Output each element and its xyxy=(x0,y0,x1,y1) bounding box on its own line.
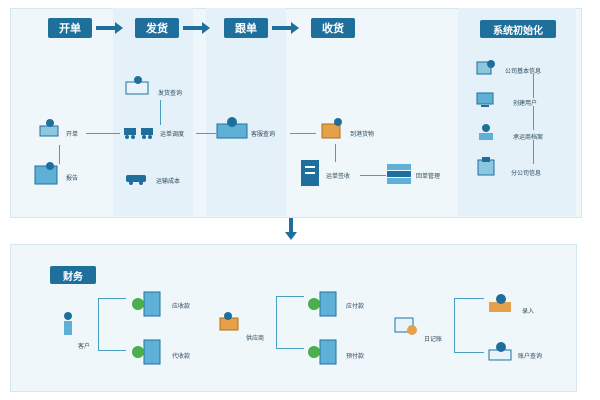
stage-arrow-head-1 xyxy=(115,22,123,34)
finance-collect-on-delivery: 代收款 xyxy=(172,353,191,360)
create-user-icon xyxy=(476,92,494,107)
receipt-management-icon xyxy=(387,164,411,184)
stage-column-track xyxy=(206,8,286,216)
flow-report: 报告 xyxy=(66,175,79,182)
finance-entry: 录入 xyxy=(522,308,535,315)
finance-panel xyxy=(10,244,577,392)
stage-receive: 收货 xyxy=(311,18,355,38)
entry-icon xyxy=(489,294,511,312)
receivable-icon xyxy=(132,291,161,317)
carrier-file-icon xyxy=(479,124,493,140)
flow-receipt-management: 回单管理 xyxy=(416,173,441,180)
stage-column-ship xyxy=(113,8,193,216)
receive-goods-icon xyxy=(321,118,342,139)
transport-cost-icon xyxy=(126,175,146,185)
finance-line-payable xyxy=(276,296,304,297)
system-item-create-user: 创建用户 xyxy=(513,100,538,107)
dispatch-icon xyxy=(124,128,153,139)
finance-bracket-supplier xyxy=(276,296,277,348)
system-connector-1 xyxy=(533,74,534,98)
collect-on-delivery-icon xyxy=(132,339,161,365)
flow-line-tracking-to-receive xyxy=(290,133,316,134)
flow-line-report xyxy=(59,145,60,164)
down-arrow-head xyxy=(285,232,297,240)
finance-line-collect xyxy=(98,350,126,351)
finance-journal: 日记账 xyxy=(424,336,443,343)
flow-line-receive-to-receipt xyxy=(335,144,336,162)
system-item-carrier-file: 承运商档案 xyxy=(513,134,544,141)
cargo-tracking-icon xyxy=(216,117,248,139)
finance-title: 财务 xyxy=(50,266,96,284)
finance-supplier: 供应商 xyxy=(246,335,265,342)
system-init-title: 系统初始化 xyxy=(480,20,556,38)
finance-line-entry xyxy=(454,298,484,299)
flow-line-receipt-to-management xyxy=(360,175,386,176)
flow-waybill-receipt: 运单签收 xyxy=(326,173,351,180)
stage-arrow-3 xyxy=(272,26,292,30)
stage-arrow-head-2 xyxy=(202,22,210,34)
payable-icon xyxy=(308,291,337,317)
finance-bracket-journal xyxy=(454,298,455,352)
stage-track: 跟单 xyxy=(224,18,268,38)
system-connector-3 xyxy=(533,140,534,164)
flow-line-dispatch-to-query xyxy=(160,100,161,125)
stage-arrow-2 xyxy=(183,26,203,30)
supplier-icon xyxy=(219,312,239,331)
flow-line-open-to-dispatch xyxy=(86,133,120,134)
finance-line-account-query xyxy=(454,352,484,353)
finance-line-receivable xyxy=(98,298,126,299)
finance-customer: 客户 xyxy=(78,343,91,350)
stage-open-order: 开单 xyxy=(48,18,92,38)
report-icon xyxy=(34,162,58,185)
stage-arrow-head-3 xyxy=(291,22,299,34)
system-column xyxy=(458,8,576,216)
customer-icon xyxy=(64,312,72,335)
open-order-icon xyxy=(39,119,59,137)
finance-line-paid xyxy=(276,348,304,349)
paid-icon xyxy=(308,339,337,365)
finance-receivable: 应收款 xyxy=(172,303,191,310)
account-query-icon xyxy=(488,342,512,361)
finance-paid: 预付款 xyxy=(346,353,365,360)
flow-transport-cost: 运输成本 xyxy=(156,178,181,185)
shipping-query-icon xyxy=(125,76,149,95)
system-connector-2 xyxy=(533,106,534,130)
stage-ship: 发货 xyxy=(135,18,179,38)
flow-cargo-tracking: 客服查询 xyxy=(251,131,276,138)
down-arrow-shaft xyxy=(289,218,293,234)
system-item-branch-info: 分公司信息 xyxy=(511,170,542,177)
flow-waybill-dispatch: 运单调度 xyxy=(160,131,185,138)
flow-shipping-query: 发货查询 xyxy=(158,90,183,97)
finance-payable: 应付款 xyxy=(346,303,365,310)
system-item-company-info: 公司基本信息 xyxy=(505,68,542,75)
flow-open-order: 开单 xyxy=(66,131,79,138)
flow-line-dispatch-to-tracking xyxy=(196,133,216,134)
finance-bracket-customer xyxy=(98,298,99,350)
branch-info-icon xyxy=(477,157,495,176)
finance-account-query: 账户查询 xyxy=(518,353,543,360)
company-info-icon xyxy=(476,60,495,75)
stage-arrow-1 xyxy=(96,26,116,30)
waybill-receipt-icon xyxy=(301,160,319,186)
journal-icon xyxy=(394,317,417,335)
flow-receive-goods: 到港货物 xyxy=(350,131,375,138)
